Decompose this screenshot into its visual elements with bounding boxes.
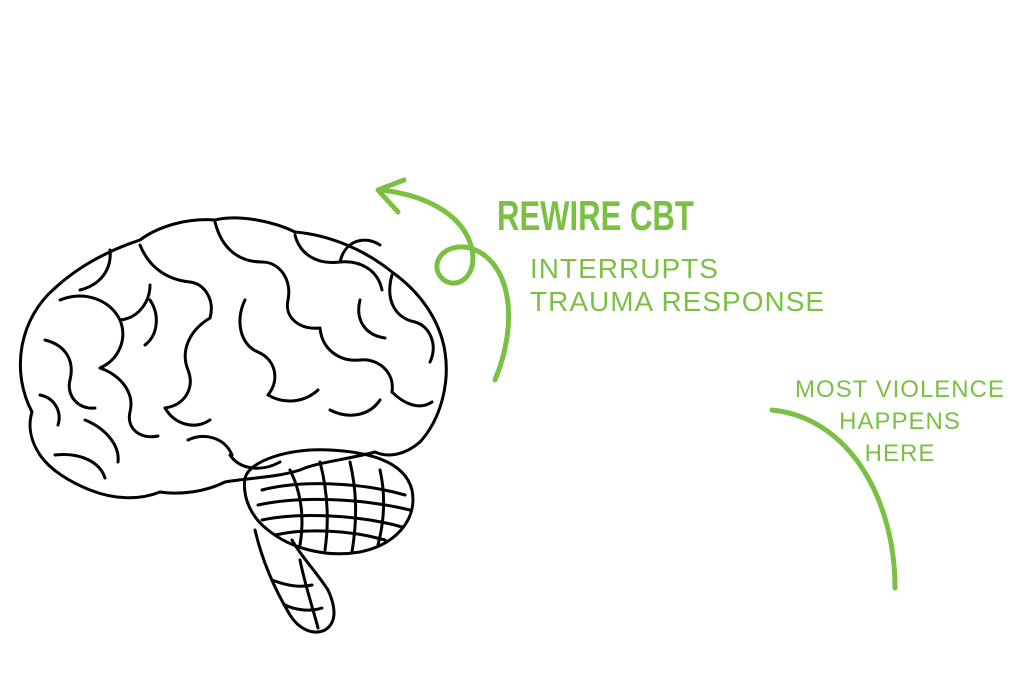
brain-outline xyxy=(18,216,448,500)
title: REWIRE CBT xyxy=(497,192,694,239)
cerebellum xyxy=(242,448,415,556)
subtitle-line-1: INTERRUPTS xyxy=(530,253,719,284)
subtitle-line-2: TRAUMA RESPONSE xyxy=(530,286,826,317)
note-line-2: HAPPENS xyxy=(839,408,961,435)
note-line-1: MOST VIOLENCE xyxy=(795,376,1005,403)
note-line-3: HERE xyxy=(864,440,936,467)
annotation-note: MOST VIOLENCE HAPPENS HERE xyxy=(772,374,1024,470)
brainstem xyxy=(253,528,336,634)
brain-side-view-icon xyxy=(18,216,448,634)
curved-line-icon xyxy=(769,407,898,591)
curved-loop-arrow-icon xyxy=(375,177,512,383)
subtitle: INTERRUPTS TRAUMA RESPONSE xyxy=(530,252,825,318)
